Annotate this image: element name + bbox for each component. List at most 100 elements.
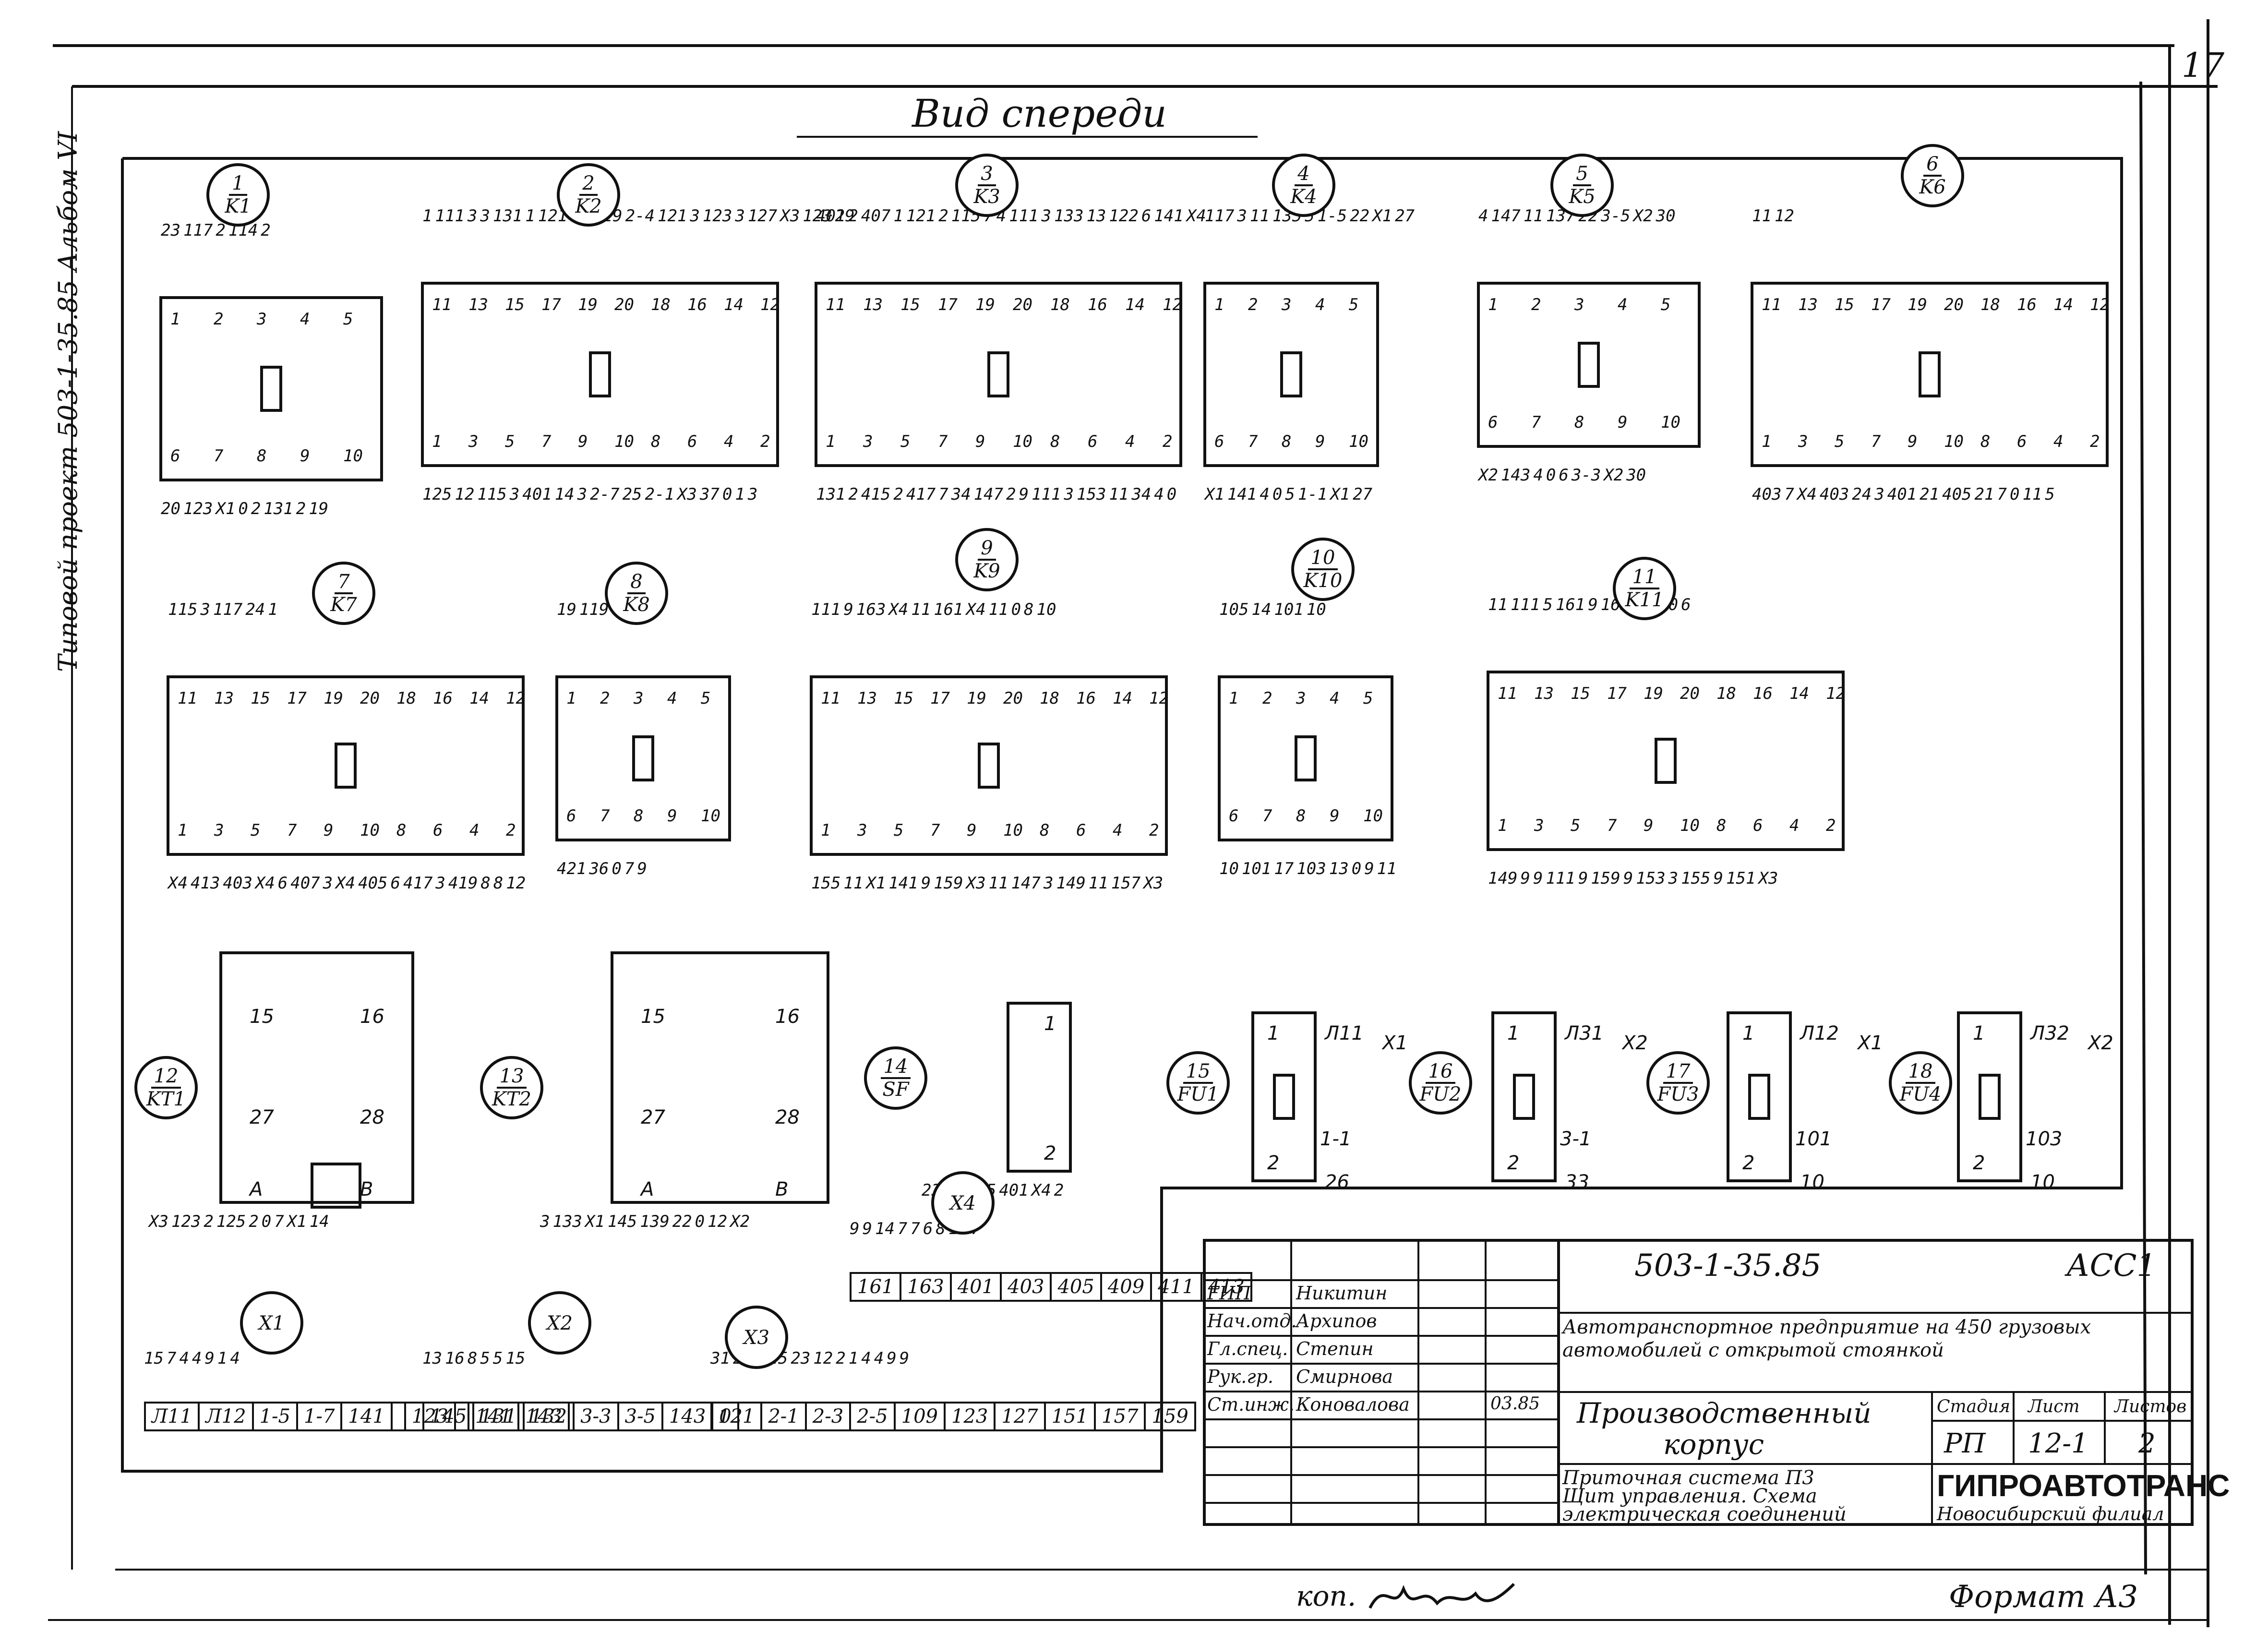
pin-label: 10 bbox=[1363, 806, 1383, 826]
timer-number: 12 bbox=[151, 1067, 181, 1089]
terminal-cell: 141 bbox=[340, 1402, 393, 1431]
pin-label: X1 bbox=[866, 874, 886, 893]
terminal-cell: 143 bbox=[661, 1402, 714, 1431]
pin-label: 6 bbox=[277, 874, 288, 893]
pin-label: X3 bbox=[1758, 869, 1778, 888]
terminal-cell: 127 bbox=[994, 1402, 1046, 1431]
signature-date: 03.85 bbox=[1490, 1394, 1540, 1414]
terminal-wire-labels: 99147768117 bbox=[850, 1219, 984, 1238]
pin-label: 12 bbox=[708, 1212, 728, 1231]
pin-label: 9 bbox=[1315, 432, 1325, 451]
pin-label: 6 bbox=[1076, 821, 1086, 840]
pin-label: X4 bbox=[168, 874, 188, 893]
pin-label: 401 bbox=[522, 485, 552, 504]
pin-label: X1 bbox=[287, 1212, 307, 1231]
pin-label: X4 bbox=[966, 600, 986, 619]
pin-label: 5 bbox=[1571, 816, 1581, 835]
fuse-outline bbox=[1957, 1011, 2022, 1182]
stage-header: Стадия bbox=[1937, 1397, 2010, 1416]
terminal-cell: Л12 bbox=[198, 1402, 254, 1431]
signature-role: Ст.инж. bbox=[1207, 1394, 1295, 1415]
pin-label: 6 bbox=[1229, 806, 1239, 826]
pin-label: 25 bbox=[622, 485, 642, 504]
block-name: K1 bbox=[225, 195, 252, 217]
timer-pin-label: B bbox=[775, 1178, 789, 1200]
pin-label: 149 bbox=[1056, 874, 1086, 893]
pin-label: 15 bbox=[900, 295, 920, 314]
fuse-wire-label: 103 bbox=[2026, 1128, 2063, 1150]
pin-label: 9 bbox=[1578, 869, 1588, 888]
pin-label: 2 bbox=[296, 499, 306, 518]
pin-label: 9 bbox=[921, 874, 931, 893]
pin-label: 421 bbox=[557, 859, 587, 878]
pin-label: 20 bbox=[614, 295, 634, 314]
signature-name: Никитин bbox=[1296, 1283, 1388, 1304]
breaker-number: 14 bbox=[880, 1057, 911, 1079]
timer-pin-label: 28 bbox=[775, 1106, 800, 1128]
pin-label: 20 bbox=[360, 689, 380, 708]
fuse-wire-label: Л32 bbox=[2030, 1022, 2069, 1044]
device-block-outline bbox=[1751, 282, 2109, 467]
pin-label: 21 bbox=[1974, 485, 1994, 504]
signature-name: Смирнова bbox=[1296, 1366, 1393, 1387]
description-line-1: Приточная система П3 bbox=[1562, 1467, 1814, 1489]
pin-label: 117 bbox=[1205, 206, 1235, 226]
pin-label: 125 bbox=[422, 485, 452, 504]
signature-role: Нач.отд. bbox=[1207, 1310, 1297, 1332]
pin-label: 12 bbox=[1149, 689, 1169, 708]
fuse-wire-label: X2 bbox=[2088, 1032, 2113, 1054]
relay-coil bbox=[1655, 738, 1677, 784]
pin-label: 0 bbox=[2009, 485, 2020, 504]
pin-label: 4 bbox=[1533, 466, 1543, 485]
timer-pin-label: 16 bbox=[775, 1006, 800, 1028]
block-number: 2 bbox=[579, 174, 598, 196]
fuse-pin-label: 2 bbox=[1742, 1152, 1755, 1174]
pin-label: 3 bbox=[1296, 689, 1306, 708]
pin-label: 6 bbox=[1488, 413, 1498, 432]
pin-label: 16 bbox=[1753, 684, 1773, 703]
pin-label: 4 bbox=[1125, 432, 1135, 451]
pin-label: 161 bbox=[934, 600, 963, 619]
pin-label: 3 bbox=[1043, 874, 1054, 893]
fuse-element bbox=[1513, 1074, 1535, 1120]
pin-label: 123 bbox=[183, 499, 213, 518]
pin-label: X3 bbox=[780, 206, 800, 226]
pin-label: 16 bbox=[433, 689, 453, 708]
fuse-wire-label: X1 bbox=[1858, 1032, 1883, 1054]
pin-label: 1 bbox=[217, 1349, 228, 1368]
pin-label: 14 bbox=[1251, 600, 1272, 619]
pin-label: 2 bbox=[848, 485, 858, 504]
pin-label: 0 bbox=[722, 485, 732, 504]
pin-label: 3 bbox=[200, 600, 210, 619]
pin-label: 3 bbox=[480, 206, 490, 226]
pin-label: 6 bbox=[687, 432, 697, 451]
pin-label: 22 bbox=[672, 1212, 692, 1231]
pin-label: 10 bbox=[1349, 432, 1368, 451]
pin-label: 27 bbox=[1395, 206, 1415, 226]
terminal-cell: 109 bbox=[893, 1402, 946, 1431]
fuse-number: 17 bbox=[1663, 1062, 1693, 1084]
pin-label: 105 bbox=[1219, 600, 1249, 619]
pin-label: 3 bbox=[467, 206, 478, 226]
pin-label: 18 bbox=[1716, 684, 1736, 703]
pin-label: 15 bbox=[894, 689, 913, 708]
pin-label: 6 bbox=[1681, 595, 1691, 614]
pin-label: 9 bbox=[862, 1219, 872, 1238]
pin-label: 14 bbox=[724, 295, 744, 314]
pin-label: 13 bbox=[1086, 206, 1106, 226]
pin-label: 16 bbox=[444, 1349, 465, 1368]
pin-label: 11 bbox=[1523, 206, 1543, 226]
pin-label: 141 bbox=[1227, 485, 1257, 504]
pin-label: 119 bbox=[579, 600, 609, 619]
pin-label: X3 bbox=[149, 1212, 168, 1231]
pin-label: 4 bbox=[667, 689, 677, 708]
terminal-cell: 2-5 bbox=[849, 1402, 896, 1431]
